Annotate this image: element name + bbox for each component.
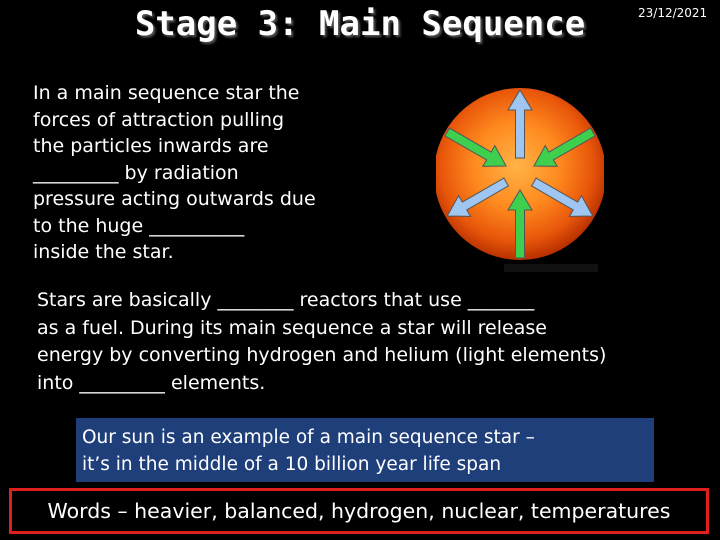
outward-pressure-arrow bbox=[446, 177, 510, 217]
paragraph-forces-line: _________ by radiation bbox=[33, 161, 239, 184]
inward-gravity-arrow bbox=[507, 189, 533, 259]
paragraph-reactors-line: Stars are basically ________ reactors th… bbox=[37, 289, 535, 311]
paragraph-forces-line: pressure acting outwards due bbox=[33, 188, 316, 210]
sun-example-box: Our sun is an example of a main sequence… bbox=[76, 418, 654, 482]
slide-date: 23/12/2021 bbox=[638, 6, 708, 20]
force-arrows bbox=[444, 89, 596, 259]
sun-example-line: it’s in the middle of a 10 billion year … bbox=[82, 454, 502, 475]
paragraph-reactors-line: as a fuel. During its main sequence a st… bbox=[37, 316, 547, 339]
sun-sphere bbox=[436, 88, 604, 260]
inward-gravity-arrow bbox=[444, 127, 507, 167]
outward-pressure-arrow bbox=[507, 89, 533, 159]
paragraph-forces-line: the particles inwards are bbox=[33, 135, 269, 157]
paragraph-forces-line: In a main sequence star the bbox=[33, 82, 300, 104]
paragraph-forces-line: to the huge __________ bbox=[33, 214, 245, 237]
star-diagram bbox=[436, 76, 604, 274]
paragraph-reactors: Stars are basically ________ reactors th… bbox=[37, 287, 707, 397]
slide-title: Stage 3: Main Sequence bbox=[134, 4, 586, 44]
diagram-base-shadow bbox=[504, 264, 598, 272]
paragraph-reactors-line: energy by converting hydrogen and helium… bbox=[37, 344, 607, 366]
paragraph-forces: In a main sequence star the forces of at… bbox=[33, 80, 433, 266]
inward-gravity-arrow bbox=[533, 127, 596, 167]
sun-example-line: Our sun is an example of a main sequence… bbox=[82, 427, 535, 448]
paragraph-reactors-line: into _________ elements. bbox=[37, 371, 266, 394]
outward-pressure-arrow bbox=[530, 177, 594, 217]
word-bank: Words – heavier, balanced, hydrogen, nuc… bbox=[9, 488, 709, 534]
star-diagram-svg bbox=[436, 88, 604, 272]
paragraph-forces-line: inside the star. bbox=[33, 241, 174, 263]
paragraph-forces-line: forces of attraction pulling bbox=[33, 108, 285, 131]
